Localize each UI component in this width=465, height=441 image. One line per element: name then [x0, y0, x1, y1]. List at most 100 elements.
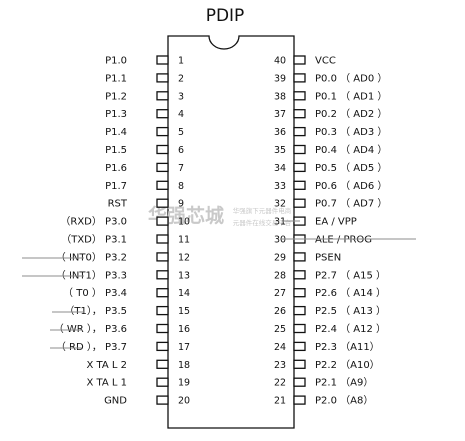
- pin-number-right-40: 40: [274, 56, 286, 67]
- pin-number-left-7: 7: [178, 163, 184, 174]
- pin-box-right-24: [293, 341, 306, 352]
- pin-label-right-35: P0.4 （ AD4 ）: [315, 144, 387, 156]
- pin-label-right-36: P0.3 （ AD3 ）: [315, 126, 387, 138]
- pin-box-right-37: [293, 109, 306, 119]
- pin-number-left-12: 12: [178, 252, 190, 263]
- watermark-sub2: 元器件在线交易平台: [233, 218, 292, 227]
- pin-number-left-20: 20: [178, 396, 190, 407]
- pin-box-left-17: [156, 341, 169, 352]
- pin-number-right-38: 38: [274, 91, 286, 102]
- watermark-sub1: 华强旗下元器件电商: [233, 206, 292, 215]
- pin-number-left-19: 19: [178, 378, 190, 389]
- pin-box-left-19: [156, 377, 169, 387]
- pin-label-right-29: PSEN: [315, 252, 341, 263]
- pin-label-right-40: VCC: [315, 56, 336, 67]
- pin-number-right-23: 23: [274, 360, 286, 371]
- pin-number-right-39: 39: [274, 73, 286, 84]
- pin-number-left-5: 5: [178, 127, 184, 138]
- pin-label-right-37: P0.2 （ AD2 ）: [315, 108, 387, 120]
- pin-box-right-21: [293, 395, 306, 405]
- pin-box-right-28: [293, 270, 306, 280]
- pin-number-left-9: 9: [178, 199, 184, 210]
- pin-number-left-16: 16: [178, 324, 190, 335]
- pin-box-right-32: [293, 198, 306, 208]
- pin-number-right-35: 35: [274, 145, 286, 156]
- pin-number-left-13: 13: [178, 270, 190, 281]
- pin-number-left-14: 14: [178, 288, 190, 299]
- pin-box-left-9: [156, 198, 169, 208]
- pin-label-left-20: GND: [104, 396, 127, 407]
- pin-label-right-27: P2.6 （ A14 ）: [315, 287, 386, 299]
- pin-label-right-32: P0.7 （ AD7 ）: [315, 198, 387, 210]
- pin-number-right-31: 31: [274, 217, 286, 228]
- pin-label-right-25: P2.4 （ A12 ）: [315, 323, 386, 335]
- pin-box-left-7: [156, 162, 169, 173]
- pin-box-left-1: [156, 55, 169, 65]
- pin-label-left-6: P1.5: [105, 145, 127, 156]
- pin-label-left-13: （ INT1） P3.3: [56, 269, 127, 281]
- pin-box-right-33: [293, 180, 306, 190]
- pin-box-left-11: [156, 234, 169, 244]
- pin-box-right-26: [293, 305, 306, 316]
- pin-box-right-36: [293, 126, 306, 137]
- pin-number-right-32: 32: [274, 199, 286, 210]
- pin-number-right-29: 29: [274, 252, 286, 263]
- pin-box-left-15: [156, 305, 169, 316]
- pin-number-left-17: 17: [178, 342, 190, 353]
- pin-box-left-20: [156, 395, 169, 405]
- pin-label-right-24: P2.3 （A11）: [315, 341, 380, 353]
- pin-box-left-18: [156, 359, 169, 369]
- pin-number-left-15: 15: [178, 306, 190, 317]
- pin-number-right-34: 34: [274, 163, 286, 174]
- pin-number-right-36: 36: [274, 127, 286, 138]
- pin-label-left-2: P1.1: [105, 73, 127, 84]
- pin-label-left-8: P1.7: [105, 181, 127, 192]
- pin-number-left-18: 18: [178, 360, 190, 371]
- pin-label-left-15: （T1）， P3.5: [64, 305, 127, 317]
- pin-number-right-27: 27: [274, 288, 286, 299]
- pin-label-left-9: RST: [108, 199, 128, 210]
- pin-number-left-1: 1: [178, 56, 184, 67]
- pin-label-right-33: P0.6 （ AD6 ）: [315, 180, 387, 192]
- diagram-title: PDIP: [206, 6, 245, 26]
- pin-number-left-11: 11: [178, 235, 190, 246]
- pin-label-right-22: P2.1 （A9）: [315, 377, 373, 389]
- pin-label-right-30: ALE / PROG: [315, 235, 372, 246]
- pin-label-right-39: P0.0 （ AD0 ）: [315, 72, 387, 84]
- pin-label-right-28: P2.7 （ A15 ）: [315, 269, 386, 281]
- pin-box-left-16: [156, 323, 169, 334]
- pin-box-left-12: [156, 252, 169, 262]
- pin-label-right-38: P0.1 （ AD1 ）: [315, 90, 387, 102]
- pin-box-right-29: [293, 252, 306, 262]
- pin-box-right-22: [293, 377, 306, 387]
- pin-number-right-26: 26: [274, 306, 286, 317]
- pin-number-right-37: 37: [274, 109, 286, 120]
- pin-box-left-4: [156, 109, 169, 119]
- pin-label-left-7: P1.6: [105, 163, 127, 174]
- pin-label-left-1: P1.0: [105, 56, 127, 67]
- pin-number-right-22: 22: [274, 378, 286, 389]
- pin-label-right-26: P2.5 （ A13 ）: [315, 305, 386, 317]
- pin-number-right-33: 33: [274, 181, 286, 192]
- pin-number-left-6: 6: [178, 145, 184, 156]
- pin-label-left-17: （ RD ）， P3.7: [56, 341, 127, 353]
- pin-number-left-4: 4: [178, 109, 184, 120]
- pin-box-right-27: [293, 288, 306, 298]
- pin-group: 1P1.02P1.13P1.24P1.35P1.46P1.57P1.68P1.7…: [54, 55, 387, 407]
- chip-body: [167, 35, 295, 429]
- pin-box-left-3: [156, 91, 169, 101]
- pin-box-right-25: [293, 323, 306, 334]
- pin-box-left-6: [156, 144, 169, 155]
- pin-number-right-25: 25: [274, 324, 286, 335]
- pin-label-right-23: P2.2 （A10）: [315, 359, 380, 371]
- pin-box-right-35: [293, 144, 306, 155]
- pin-label-left-5: P1.4: [105, 127, 127, 138]
- pin-label-right-31: EA / VPP: [315, 217, 357, 228]
- pin-box-right-23: [293, 359, 306, 369]
- pin-number-right-28: 28: [274, 270, 286, 281]
- pin-box-right-34: [293, 162, 306, 173]
- pin-box-right-39: [293, 73, 306, 83]
- pin-box-left-2: [156, 73, 169, 83]
- pin-label-left-10: （RXD） P3.0: [60, 216, 127, 228]
